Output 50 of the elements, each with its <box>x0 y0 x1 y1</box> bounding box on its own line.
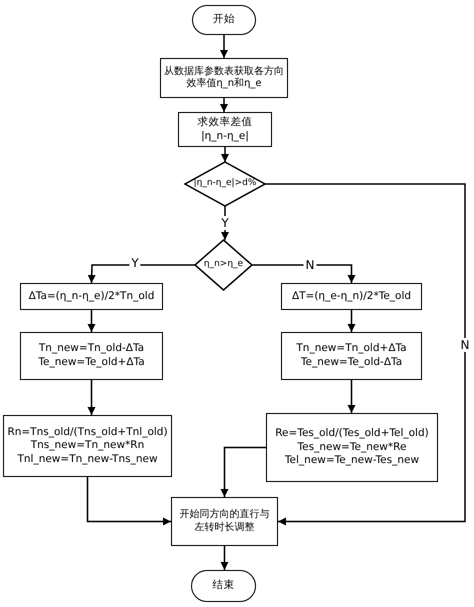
arrow <box>221 147 229 162</box>
terminal-box <box>192 5 256 35</box>
arrow <box>220 546 228 570</box>
node-text: Re=Tes_old/(Tes_old+Tel_old) <box>275 427 429 441</box>
process-box <box>266 413 438 482</box>
arrow <box>88 264 195 284</box>
arrow <box>220 98 228 112</box>
arrow <box>220 35 228 58</box>
terminal-box <box>191 570 256 602</box>
node-text: Rn=Tns_old/(Tns_old+Tnl_old) <box>7 426 168 440</box>
node-text: 从数据库参数表获取各方向效率值η_n和η_e <box>164 66 284 90</box>
node-text: Tes_new=Te_new*Re <box>298 440 406 454</box>
process-box <box>3 415 172 477</box>
arrow <box>252 264 356 283</box>
process-box <box>160 58 288 98</box>
arrow <box>348 310 356 332</box>
node-text: 求效率差值 <box>198 116 252 130</box>
arrow <box>265 183 466 526</box>
node-text: Tn_new=Tn_old+ΔTa <box>296 342 407 356</box>
node-text: Tn_new=Tn_old-ΔTa <box>38 342 144 356</box>
process-box <box>20 283 163 310</box>
node-text: Te_new=Te_old-ΔTa <box>300 356 402 370</box>
node-text: Te_new=Te_old+ΔTa <box>38 356 145 370</box>
arrow <box>220 446 266 497</box>
arrow <box>348 380 356 413</box>
node-text: |η_n-η_e|>d% <box>194 178 256 190</box>
node-text: |η_n-η_e| <box>201 130 249 144</box>
arrow <box>88 380 96 415</box>
decision-diamond <box>195 240 252 290</box>
node-text: Tns_new=Tn_new*Rn <box>30 439 144 453</box>
arrow <box>88 310 96 332</box>
process-box <box>281 332 422 380</box>
node-text: η_n>η_e <box>204 259 244 271</box>
node-text: 结束 <box>212 579 234 593</box>
edge-label: Y <box>129 256 141 270</box>
node-text: 开始 <box>213 13 235 27</box>
node-text: ΔT=(η_e-η_n)/2*Te_old <box>292 290 412 304</box>
node-text: Tel_new=Te_new-Tes_new <box>284 454 420 468</box>
arrow <box>86 477 171 526</box>
process-box <box>281 283 422 310</box>
edge-label: Y <box>219 216 231 230</box>
node-text: Tnl_new=Tn_new-Tns_new <box>17 452 158 466</box>
edge-label: N <box>458 338 472 352</box>
node-text: ΔTa=(η_n-η_e)/2*Tn_old <box>28 290 154 304</box>
node-text: 开始同方向的直行与左转时长调整 <box>178 509 270 534</box>
process-box <box>171 497 278 546</box>
process-box <box>20 332 163 380</box>
decision-diamond <box>185 162 265 206</box>
edge-label: N <box>304 258 316 272</box>
process-box <box>178 112 272 147</box>
